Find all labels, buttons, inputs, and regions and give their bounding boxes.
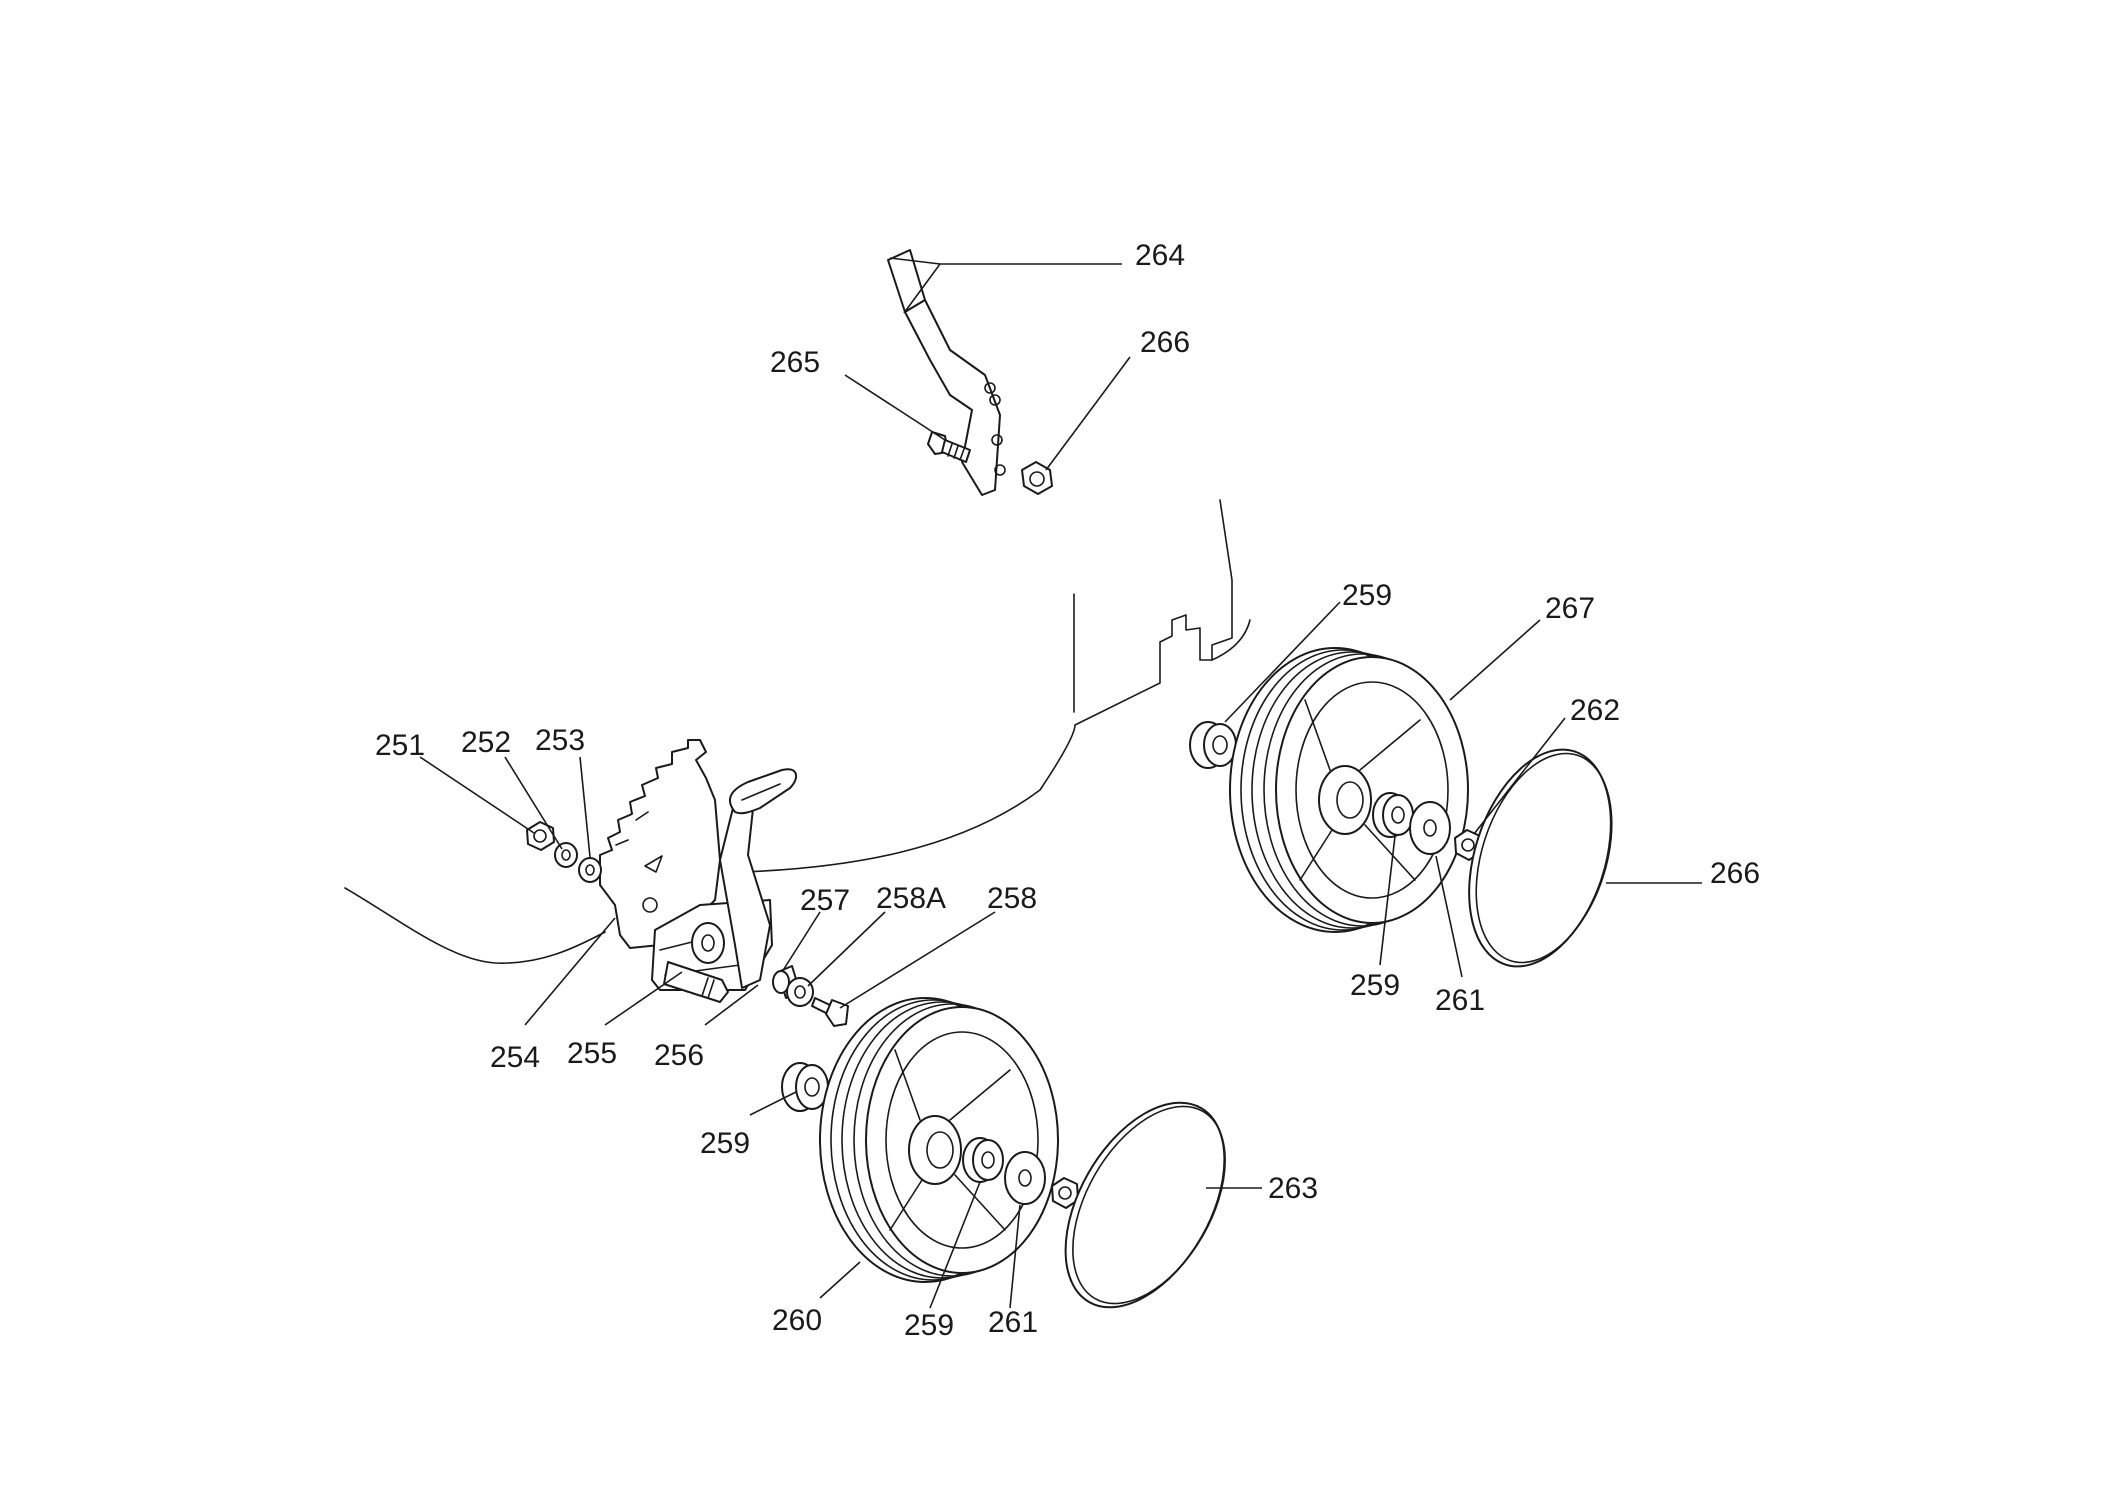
deck-outline	[344, 499, 1251, 964]
part-labels: 251 252 253 254 255 256 257 258A 258 264…	[375, 239, 1760, 1342]
label-261-front: 261	[988, 1306, 1038, 1339]
label-259-front-inner: 259	[904, 1309, 954, 1342]
label-266-cap: 266	[1710, 857, 1760, 890]
label-261-rear: 261	[1435, 984, 1485, 1017]
label-258a: 258A	[876, 882, 946, 915]
label-265: 265	[770, 346, 820, 379]
label-260: 260	[772, 1304, 822, 1337]
rear-spacer-259-outer	[1189, 721, 1237, 769]
front-wheel-260	[819, 997, 1059, 1283]
label-254: 254	[490, 1041, 540, 1074]
washer-253	[578, 857, 602, 883]
front-spacer-259-outer	[781, 1062, 829, 1112]
bolt-258	[811, 997, 849, 1027]
label-255: 255	[567, 1037, 617, 1070]
label-251: 251	[375, 729, 425, 762]
label-258: 258	[987, 882, 1037, 915]
label-264: 264	[1135, 239, 1185, 272]
label-267: 267	[1545, 592, 1595, 625]
label-262: 262	[1570, 694, 1620, 727]
label-266-top: 266	[1140, 326, 1190, 359]
label-252: 252	[461, 726, 511, 759]
label-259-rear-inner: 259	[1350, 969, 1400, 1002]
bolt-265	[927, 431, 971, 463]
rear-washer-261	[1409, 801, 1451, 855]
nut-266-top	[1021, 461, 1053, 495]
label-253: 253	[535, 724, 585, 757]
washer-258a	[786, 977, 814, 1007]
shift-lever	[887, 249, 1006, 496]
rear-wheel	[1229, 647, 1469, 933]
label-259-front-outer: 259	[700, 1127, 750, 1160]
washer-252	[554, 842, 578, 868]
front-spacer-259-inner	[962, 1137, 1004, 1183]
label-256: 256	[654, 1039, 704, 1072]
rear-hubcap-266	[1468, 748, 1613, 968]
front-nut	[1051, 1177, 1079, 1209]
leader-lines	[419, 257, 1702, 1309]
adjust-lever	[719, 768, 798, 989]
pivot-bolt-255	[663, 922, 729, 1003]
front-washer-261	[1004, 1151, 1046, 1205]
label-257: 257	[800, 884, 850, 917]
front-hubcap-263	[1064, 1101, 1226, 1309]
rear-spacer-259-inner	[1372, 792, 1414, 838]
label-259-rear-outer: 259	[1342, 579, 1392, 612]
nut-251	[526, 821, 555, 851]
label-263: 263	[1268, 1172, 1318, 1205]
